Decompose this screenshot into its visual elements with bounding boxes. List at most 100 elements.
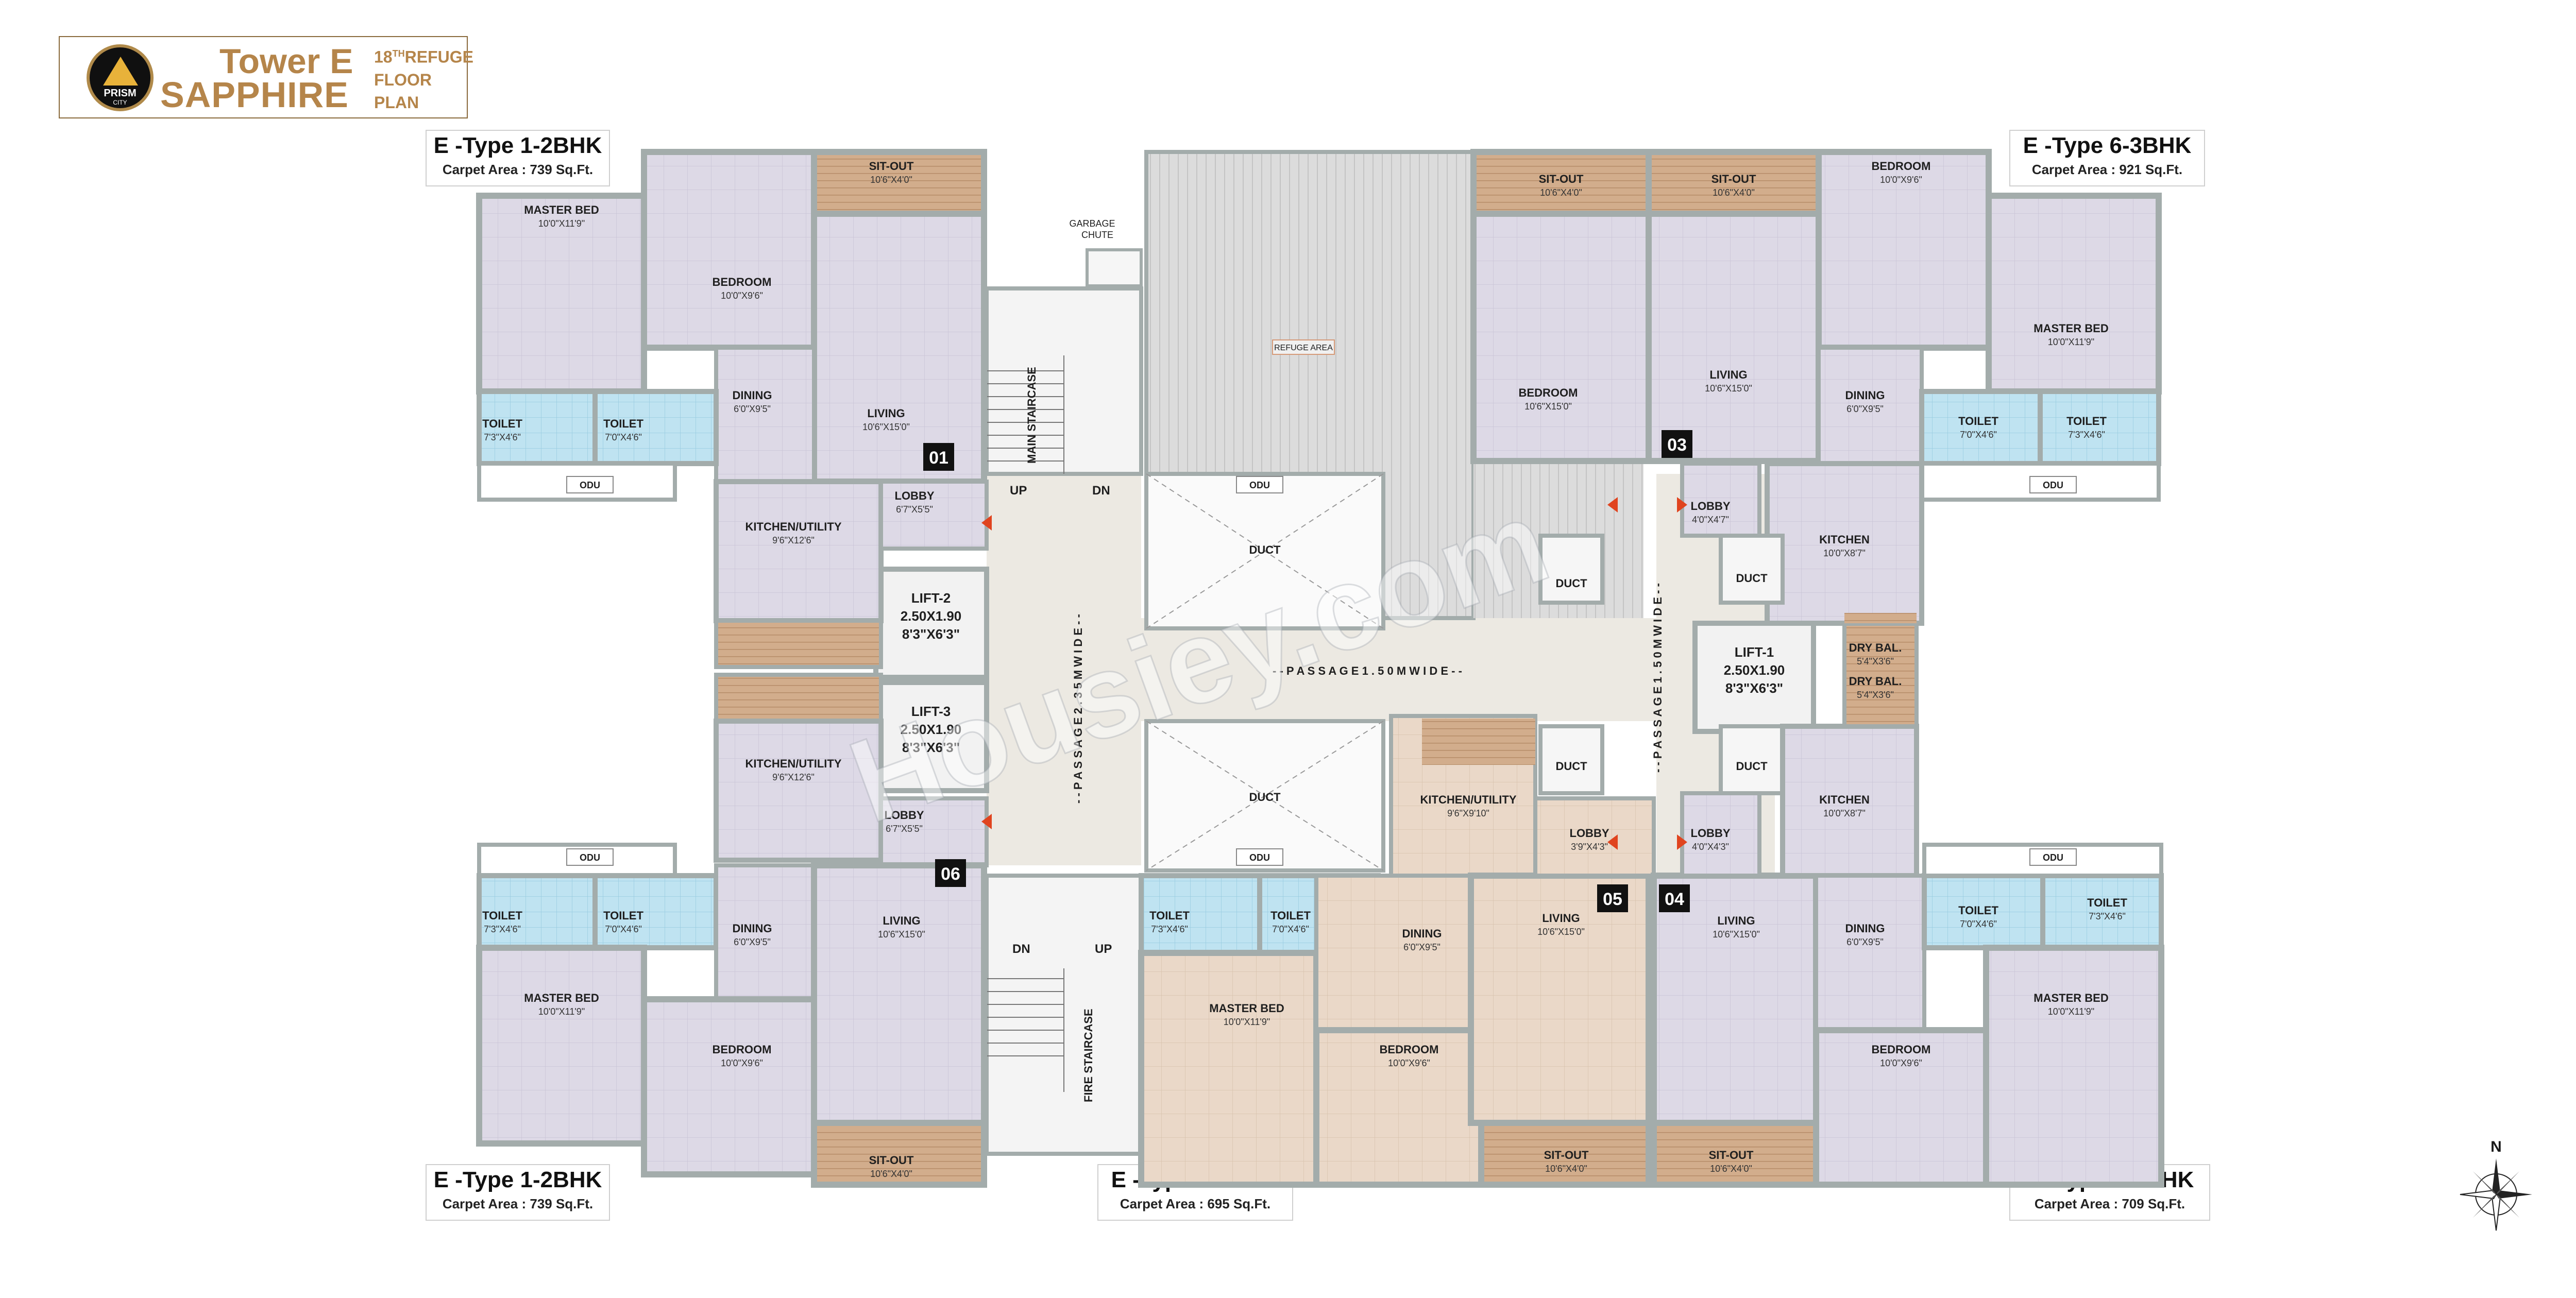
- unit-carpet-area: Carpet Area : 695 Sq.Ft.: [1120, 1196, 1271, 1211]
- room-dim: 10'6"X4'0": [1713, 187, 1755, 198]
- room-dim: 10'0"X9'6": [1880, 1058, 1922, 1068]
- room-dim: 6'7"X5'5": [886, 824, 923, 834]
- odu-label: ODU: [580, 480, 600, 490]
- room-dim: 5'4"X3'6": [1857, 690, 1894, 700]
- room-dim: 10'0"X8'7": [1823, 548, 1866, 558]
- room-dim: 3'9"X4'3": [1571, 842, 1608, 852]
- room-bedroom: BEDROOM: [1872, 160, 1931, 173]
- flat-tag-06: [935, 859, 966, 887]
- flat-tag-01: [923, 443, 954, 471]
- room-kitchen-utility: KITCHEN/UTILITY: [1420, 793, 1517, 806]
- lift-3-name: LIFT-3: [911, 704, 951, 719]
- room-bedroom: BEDROOM: [713, 276, 772, 288]
- room-living: LIVING: [1717, 914, 1755, 927]
- room-dining: DINING: [1845, 389, 1885, 402]
- lift-1-name: LIFT-1: [1735, 644, 1774, 660]
- logo-text: PRISM: [104, 88, 137, 99]
- room-living: LIVING: [1709, 368, 1747, 381]
- logo-subtext: CITY: [113, 99, 127, 106]
- room-toilet: TOILET: [2066, 415, 2107, 428]
- refuge-label-box: [1272, 339, 1335, 355]
- unit-carpet-area: Carpet Area : 739 Sq.Ft.: [442, 162, 594, 177]
- room-dim: 7'0"X4'6": [1960, 919, 1997, 929]
- logo-triangle-icon: [103, 57, 138, 86]
- room-dim: 7'0"X4'6": [1272, 924, 1309, 934]
- flat-04: [1651, 621, 2164, 1188]
- lift-1: [1692, 621, 1816, 734]
- tower-title: SAPPHIRE: [160, 75, 349, 115]
- room-toilet: TOILET: [1270, 909, 1311, 922]
- room-toilet: TOILET: [603, 909, 643, 922]
- lift-2-alt: 8'3"X6'3": [902, 626, 960, 642]
- room-master-bed: MASTER BED: [2033, 992, 2108, 1004]
- room-dim: 9'6"X9'10": [1447, 808, 1489, 818]
- floor-suffix: TH: [392, 48, 405, 59]
- unit-label-type1-top: E -Type 1-2BHK Carpet Area : 739 Sq.Ft.: [426, 130, 610, 186]
- floor-line-1: REFUGE: [404, 47, 473, 66]
- unit-type-name: E -Type 1-2BHK: [433, 1167, 602, 1192]
- floor-number: 18: [374, 47, 393, 66]
- stair-up-top: UP: [1010, 484, 1027, 498]
- room-kitchen-utility: KITCHEN/UTILITY: [745, 520, 842, 533]
- room-dim: 4'0"X4'7": [1692, 515, 1729, 525]
- odu-label: ODU: [1249, 480, 1270, 490]
- flat-number-04: 04: [1665, 890, 1684, 909]
- floor-title: 18THREFUGE FLOOR PLAN: [374, 42, 487, 114]
- room-dim: 7'0"X4'6": [1960, 430, 1997, 440]
- room-dim: 6'0"X9'5": [1846, 404, 1884, 414]
- room-sit-out: SIT-OUT: [869, 1154, 914, 1167]
- room-dim: 7'3"X4'6": [484, 924, 521, 934]
- room-lobby: LOBBY: [885, 809, 924, 822]
- room-dim: 6'0"X9'5": [734, 937, 771, 947]
- lift-3: [873, 680, 989, 793]
- unit-label-type1-bottom: E -Type 1-2BHK Carpet Area : 739 Sq.Ft.: [426, 1164, 610, 1221]
- room-dim: 9'6"X12'6": [772, 535, 815, 545]
- prism-city-logo: PRISM CITY: [87, 44, 154, 111]
- lift-1-size: 2.50X1.90: [1724, 662, 1785, 678]
- room-dim: 10'6"X15'0": [878, 929, 925, 940]
- room-toilet: TOILET: [2087, 896, 2127, 909]
- garbage-label: GARBAGE: [1069, 218, 1115, 229]
- room-sit-out: SIT-OUT: [1709, 1149, 1754, 1162]
- room-dim: 5'4"X3'6": [1857, 656, 1894, 667]
- room-kitchen: KITCHEN: [1819, 793, 1870, 806]
- odu-label: ODU: [1249, 852, 1270, 863]
- room-dim: 10'6"X15'0": [1524, 401, 1572, 412]
- room-living: LIVING: [1542, 912, 1580, 925]
- unit-carpet-area: Carpet Area : 709 Sq.Ft.: [2034, 1196, 2185, 1211]
- room-dim: 10'0"X8'7": [1823, 808, 1866, 818]
- flat-tag-05: [1597, 884, 1628, 912]
- room-sit-out: SIT-OUT: [1544, 1149, 1589, 1162]
- north-label: N: [2490, 1138, 2502, 1155]
- unit-type-name: E -Type 6-3BHK: [2023, 133, 2192, 158]
- room-dim: 7'3"X4'6": [2068, 430, 2105, 440]
- room-master-bed: MASTER BED: [524, 992, 599, 1004]
- room-dim: 7'3"X4'6": [2089, 911, 2126, 921]
- title-block: PRISM CITY Tower E SAPPHIRE 18THREFUGE F…: [59, 36, 473, 118]
- room-dim: 10'6"X4'0": [1710, 1164, 1752, 1174]
- room-dim: 10'6"X15'0": [1537, 927, 1585, 937]
- unit-carpet-area: Carpet Area : 921 Sq.Ft.: [2031, 162, 2183, 177]
- flat-06: [476, 673, 989, 1188]
- room-lobby: LOBBY: [1691, 827, 1731, 840]
- room-master-bed: MASTER BED: [2033, 322, 2108, 335]
- passage-left-label: - - P A S S A G E 2 . 3 5 M W I D E - -: [1072, 614, 1084, 804]
- duct-label: DUCT: [1249, 791, 1281, 804]
- room-toilet: TOILET: [1149, 909, 1190, 922]
- room-dim: 7'0"X4'6": [605, 432, 642, 442]
- room-dim: 6'7"X5'5": [896, 504, 933, 515]
- room-dim: 10'0"X11'9": [1224, 1017, 1270, 1027]
- room-sit-out: SIT-OUT: [869, 160, 914, 173]
- room-dim: 10'0"X11'9": [538, 218, 585, 229]
- odu-label: ODU: [2043, 480, 2063, 490]
- room-bedroom: BEDROOM: [1380, 1043, 1439, 1056]
- room-dim: 10'0"X9'6": [1880, 175, 1922, 185]
- room-dim: 4'0"X4'3": [1692, 842, 1729, 852]
- tower-name: Tower E: [219, 42, 353, 81]
- duct-label: DUCT: [1736, 760, 1768, 773]
- compass-rose-icon: [2460, 1158, 2532, 1231]
- unit-carpet-area: Carpet Area : 739 Sq.Ft.: [442, 1196, 594, 1211]
- room-living: LIVING: [883, 914, 920, 927]
- room-toilet: TOILET: [1958, 415, 1998, 428]
